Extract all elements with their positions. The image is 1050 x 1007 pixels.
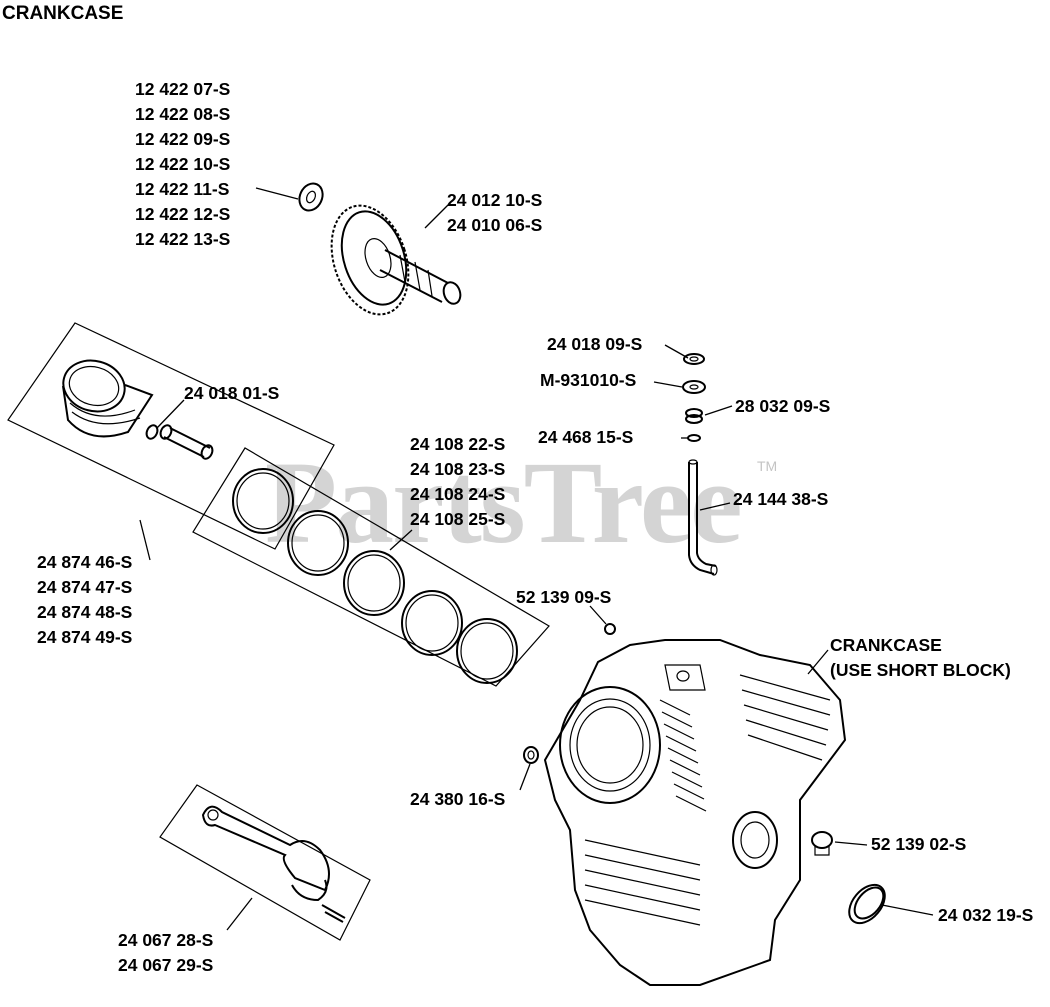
watermark: PartsTree — [265, 437, 743, 568]
valve-keeper[interactable] — [687, 434, 701, 442]
label-retainer-top[interactable]: 24 018 09-S — [547, 334, 643, 354]
part-number: 12 422 09-S — [135, 129, 231, 149]
part-number: 24 010 06-S — [447, 215, 543, 235]
leader-piston — [139, 519, 151, 561]
valve-spring[interactable] — [682, 380, 706, 394]
part-number: 24 108 23-S — [410, 459, 506, 479]
leader-dowel — [519, 763, 531, 791]
piston-rings[interactable] — [232, 468, 518, 684]
connecting-rod-outline — [159, 784, 371, 941]
part-number: 24 067 28-S — [118, 930, 214, 950]
label-ring-sets[interactable]: 24 108 22-S 24 108 23-S 24 108 24-S 24 1… — [410, 432, 505, 532]
oil-seal[interactable] — [842, 878, 892, 930]
leader-spring — [653, 381, 683, 388]
dowel-pin[interactable] — [523, 746, 539, 764]
part-number: 12 422 08-S — [135, 104, 231, 124]
part-number: 24 108 25-S — [410, 509, 506, 529]
label-seal-rotator[interactable]: 28 032 09-S — [735, 396, 831, 416]
part-number: 24 874 47-S — [37, 577, 133, 597]
label-piston-assemblies[interactable]: 24 874 46-S 24 874 47-S 24 874 48-S 24 8… — [37, 550, 132, 650]
ring-set-outline — [192, 447, 550, 687]
label-shim-set[interactable]: 12 422 07-S 12 422 08-S 12 422 09-S 12 4… — [135, 77, 230, 252]
crankcase-label-line: (USE SHORT BLOCK) — [830, 660, 1011, 680]
label-dowel[interactable]: 24 380 16-S — [410, 789, 506, 809]
connecting-rod[interactable] — [201, 805, 346, 923]
camshaft[interactable] — [318, 196, 463, 325]
part-number: 24 874 49-S — [37, 627, 133, 647]
label-oil-seal[interactable]: 24 032 19-S — [938, 905, 1034, 925]
leader-camshaft — [424, 204, 449, 229]
leader-crankcase — [807, 649, 829, 675]
part-number: 24 108 24-S — [410, 484, 506, 504]
crankcase-block[interactable] — [543, 639, 847, 986]
leader-drain-plug — [834, 841, 868, 846]
part-number: 24 012 10-S — [447, 190, 543, 210]
label-spring[interactable]: M-931010-S — [540, 370, 637, 390]
piston-pin-retainer[interactable] — [145, 424, 160, 441]
watermark-trademark: TM — [757, 458, 778, 474]
leader-plug-small — [589, 605, 607, 625]
valve-seal[interactable] — [685, 408, 703, 424]
leader-oil-seal — [881, 904, 934, 916]
leader-rings — [389, 529, 413, 551]
leader-retainer — [664, 344, 689, 359]
piston-group-outline — [7, 322, 335, 550]
label-drain-plug[interactable]: 52 139 02-S — [871, 834, 967, 854]
shim-washer[interactable] — [295, 180, 327, 215]
leader-shim — [255, 187, 299, 200]
piston-pin[interactable] — [159, 424, 215, 461]
label-plug-small[interactable]: 52 139 09-S — [516, 587, 612, 607]
part-number: 24 874 46-S — [37, 552, 133, 572]
piston[interactable] — [58, 354, 154, 438]
label-connecting-rods[interactable]: 24 067 28-S 24 067 29-S — [118, 928, 213, 978]
part-number: 12 422 07-S — [135, 79, 231, 99]
label-camshaft[interactable]: 24 012 10-S 24 010 06-S — [447, 188, 542, 238]
part-number: 24 108 22-S — [410, 434, 506, 454]
page-title: CRANKCASE — [2, 3, 124, 24]
part-number: 12 422 10-S — [135, 154, 231, 174]
part-number: 24 874 48-S — [37, 602, 133, 622]
leader-pin-retainer — [156, 399, 185, 429]
label-pushrod[interactable]: 24 144 38-S — [733, 489, 829, 509]
oil-gallery-plug[interactable] — [604, 623, 616, 635]
drain-plug[interactable] — [811, 831, 833, 856]
label-keeper[interactable]: 24 468 15-S — [538, 427, 634, 447]
part-number: 12 422 13-S — [135, 229, 231, 249]
leader-connecting-rod — [226, 897, 253, 931]
leader-seal — [704, 405, 733, 416]
crankcase-label-line: CRANKCASE — [830, 635, 942, 655]
label-crankcase[interactable]: CRANKCASE (USE SHORT BLOCK) — [830, 633, 1011, 683]
valve-retainer[interactable] — [683, 353, 705, 365]
part-number: 24 067 29-S — [118, 955, 214, 975]
label-piston-pin-retainer[interactable]: 24 018 01-S — [184, 383, 280, 403]
pushrod[interactable] — [688, 459, 718, 576]
leader-pushrod — [699, 502, 731, 511]
part-number: 12 422 11-S — [135, 179, 230, 199]
part-number: 12 422 12-S — [135, 204, 231, 224]
